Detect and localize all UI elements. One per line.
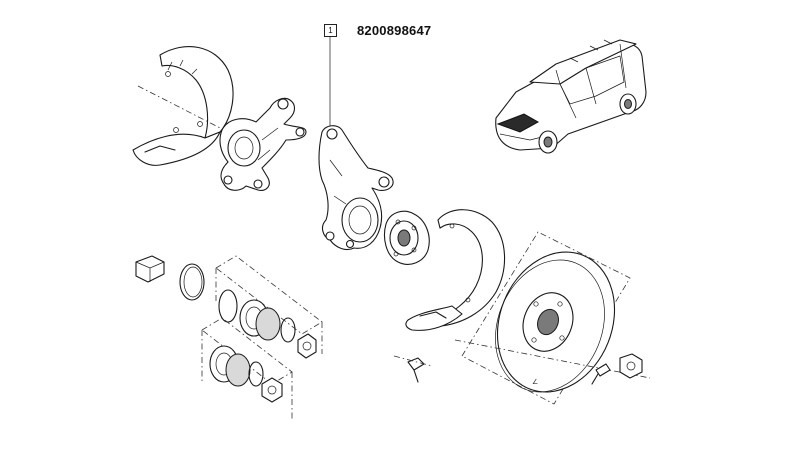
disc-screw[interactable] (591, 363, 611, 385)
disc-marking: ∠ (532, 378, 538, 386)
rubber-block[interactable] (135, 255, 165, 283)
vehicle-location-icon (495, 39, 647, 154)
dust-shield-upper[interactable] (132, 46, 234, 166)
axis-line-bolt (393, 355, 433, 367)
callout-marker-1[interactable]: 1 (324, 24, 337, 37)
axis-line-disc (454, 339, 651, 379)
bearing-kit-lower[interactable] (201, 317, 293, 420)
brake-backing-plate[interactable] (405, 209, 506, 331)
steering-knuckle-main[interactable] (318, 125, 394, 251)
steering-knuckle-left[interactable] (219, 97, 307, 191)
part-number-label[interactable]: 8200898647 (357, 23, 432, 38)
circlip-large[interactable] (179, 263, 205, 301)
wheel-hub[interactable] (383, 210, 430, 265)
hub-nut[interactable] (619, 353, 643, 379)
axis-line-upper-left (137, 85, 229, 133)
bearing-kit-upper[interactable] (215, 255, 323, 359)
brake-disc-group[interactable]: ∠ (461, 231, 635, 410)
